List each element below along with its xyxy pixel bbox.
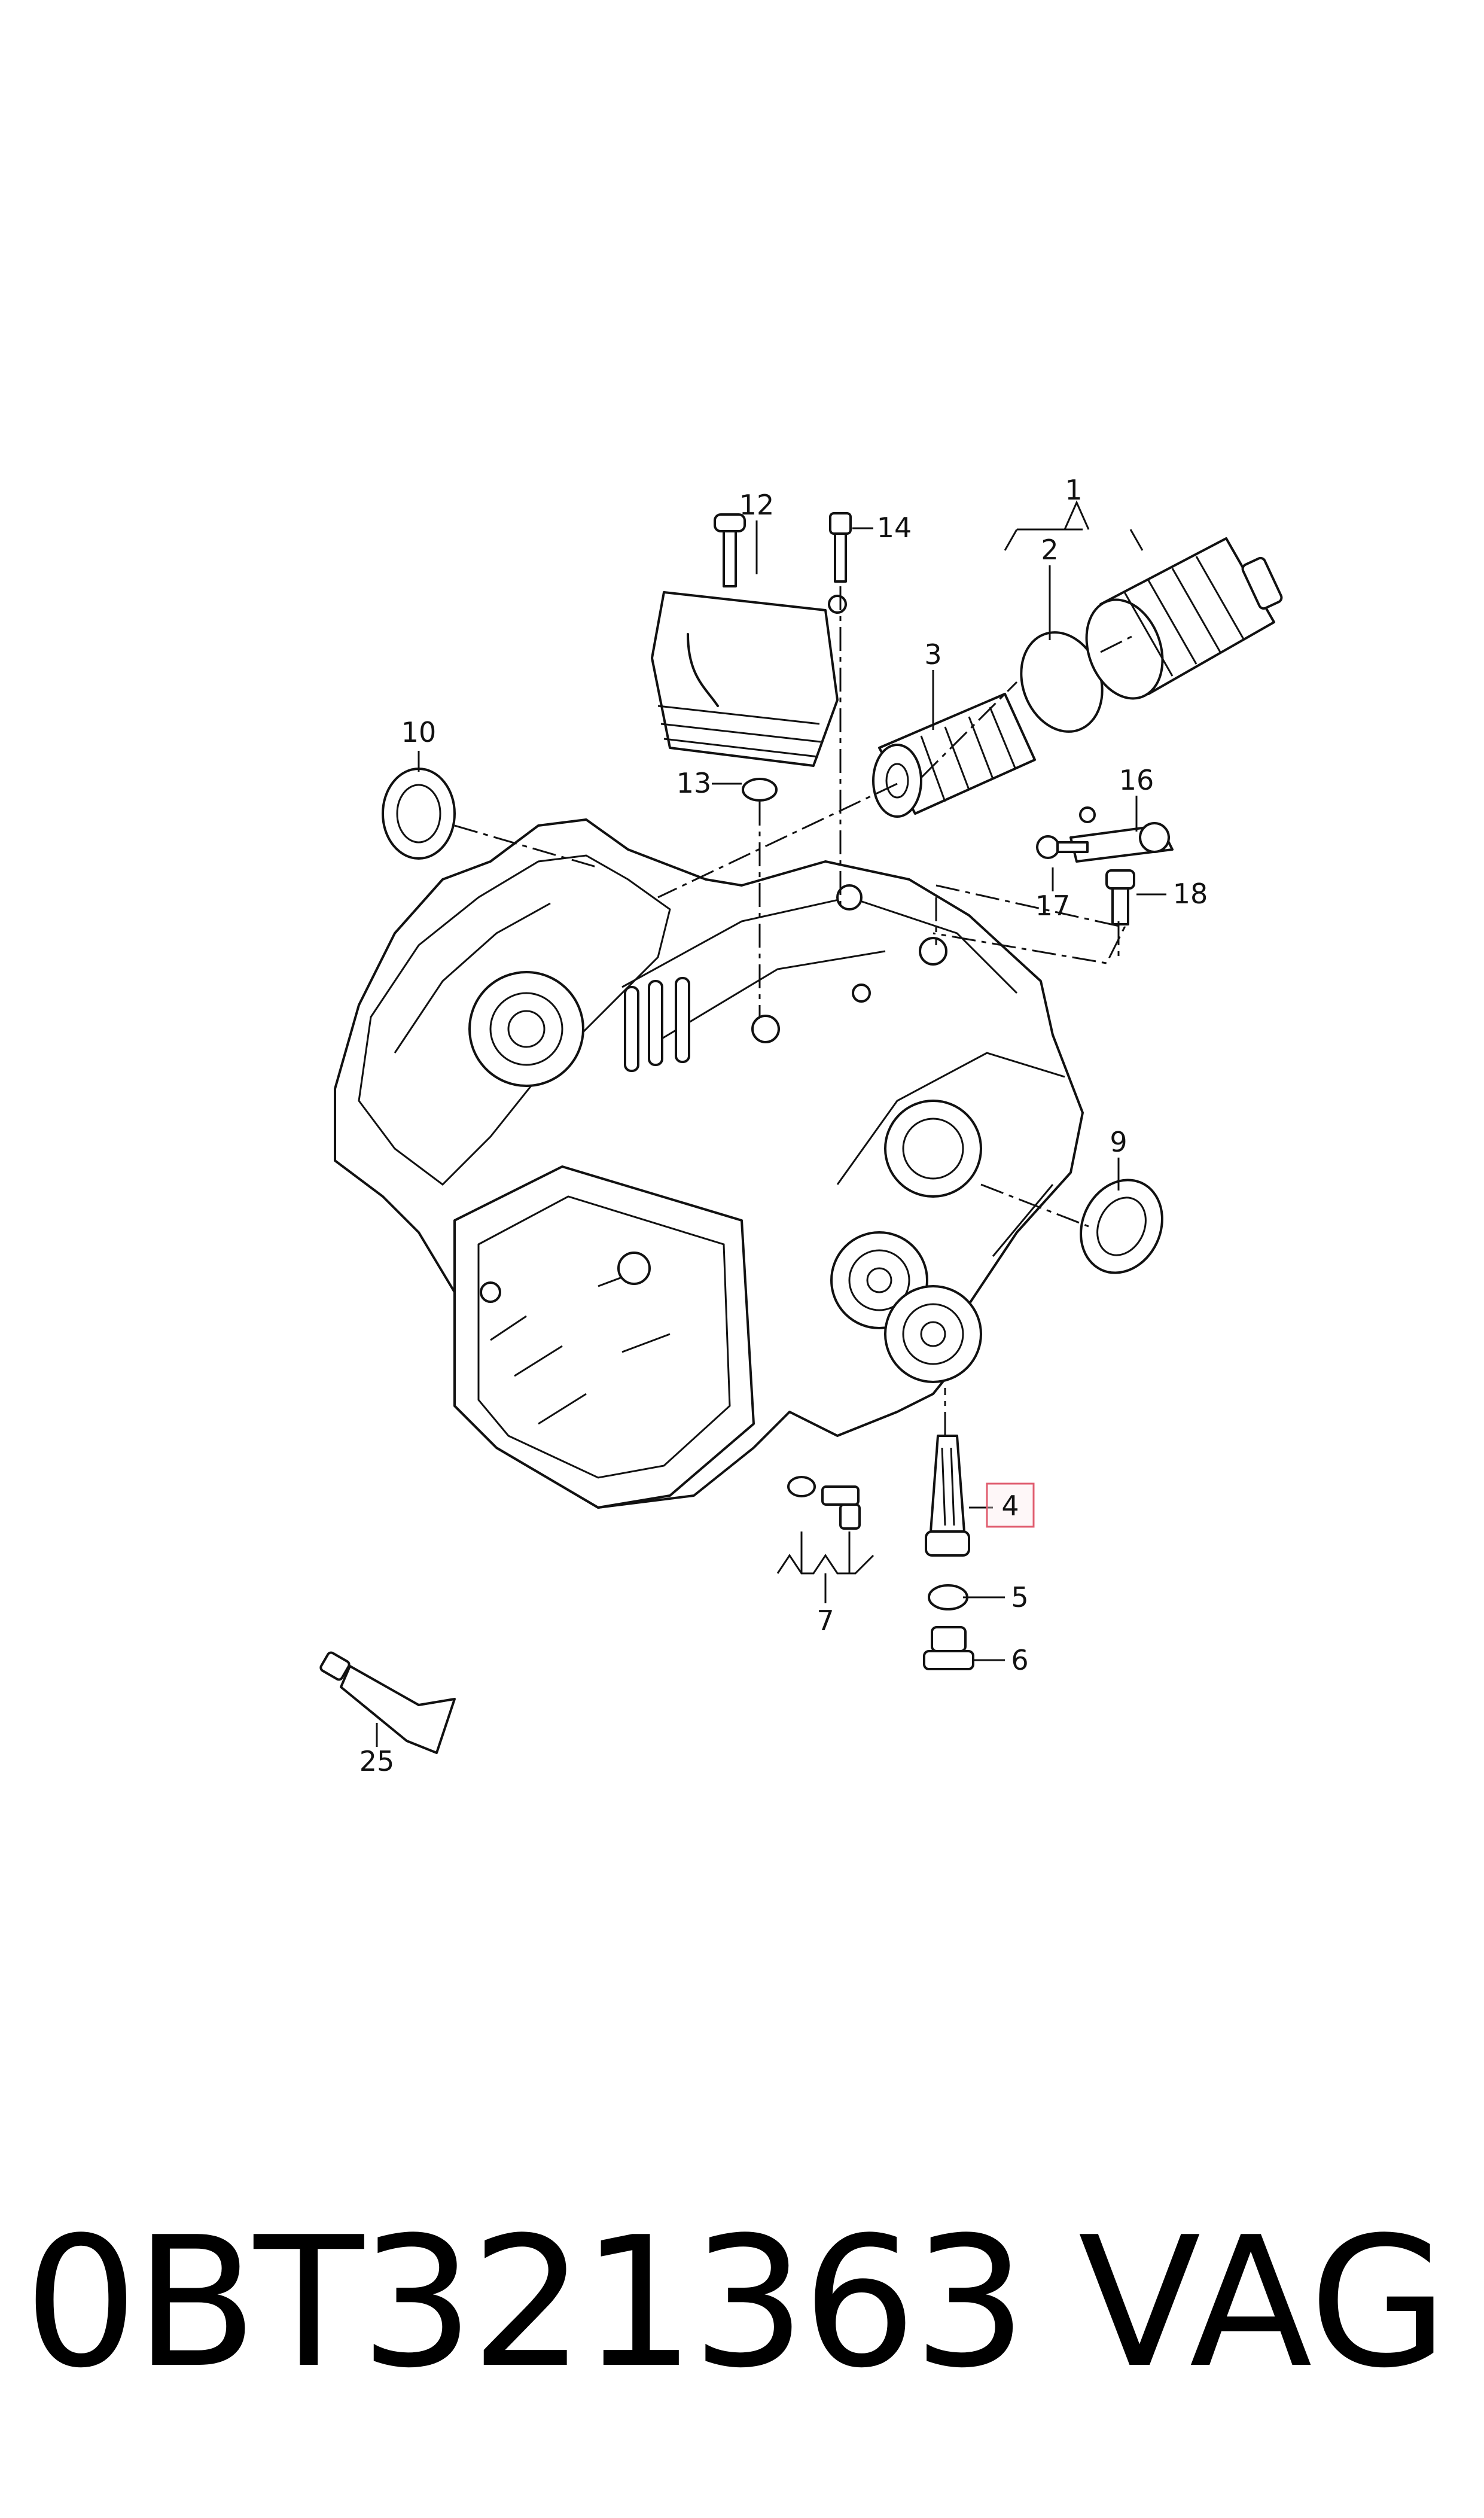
callout-2: 2 <box>1041 534 1058 566</box>
callout-16: 16 <box>1119 764 1154 796</box>
callout-25: 25 <box>359 1745 395 1777</box>
oil-cooler <box>651 513 847 767</box>
bushing <box>1105 869 1135 925</box>
callout-6: 6 <box>1011 1644 1028 1676</box>
callout-12: 12 <box>739 489 775 521</box>
drain-plug <box>923 1626 974 1670</box>
assembly-lines <box>454 586 1137 1436</box>
transmission-housing <box>334 818 1084 1509</box>
filler-screw <box>787 1476 861 1530</box>
sensor-bolt <box>1036 835 1089 859</box>
callout-5: 5 <box>1011 1581 1028 1613</box>
callout-13: 13 <box>677 767 712 799</box>
shaft-seal-left <box>382 768 456 860</box>
callout-9: 9 <box>1110 1126 1127 1158</box>
callout-10: 10 <box>401 716 437 748</box>
filter-housing <box>1085 537 1283 700</box>
callout-17: 17 <box>1035 890 1071 922</box>
bolt <box>829 512 852 583</box>
part-number-label: 0BT321363 <box>24 2199 1027 2407</box>
exploded-parts-diagram: 1 2 3 4 5 6 7 9 10 12 13 14 16 17 18 25 <box>319 474 1283 1777</box>
callout-4: 4 <box>1001 1490 1019 1522</box>
callout-highlight <box>986 1482 1035 1528</box>
seal-ring <box>742 778 778 802</box>
callout-7: 7 <box>816 1604 834 1637</box>
sealant-tube <box>319 1651 456 1754</box>
leader-lines <box>376 500 1166 1747</box>
overflow-pipe <box>925 1435 970 1557</box>
shaft-seal-right <box>1080 1179 1163 1274</box>
callout-1: 1 <box>1065 474 1082 506</box>
callouts: 1 2 3 4 5 6 7 9 10 12 13 14 16 17 18 25 <box>359 474 1208 1777</box>
callout-18: 18 <box>1173 878 1208 910</box>
callout-3: 3 <box>924 638 941 671</box>
callout-14: 14 <box>877 511 912 544</box>
filter-element <box>872 693 1036 818</box>
drain-seal <box>928 1584 968 1610</box>
speed-sensor <box>1069 806 1174 863</box>
brand-label: VAG <box>1078 2199 1448 2407</box>
